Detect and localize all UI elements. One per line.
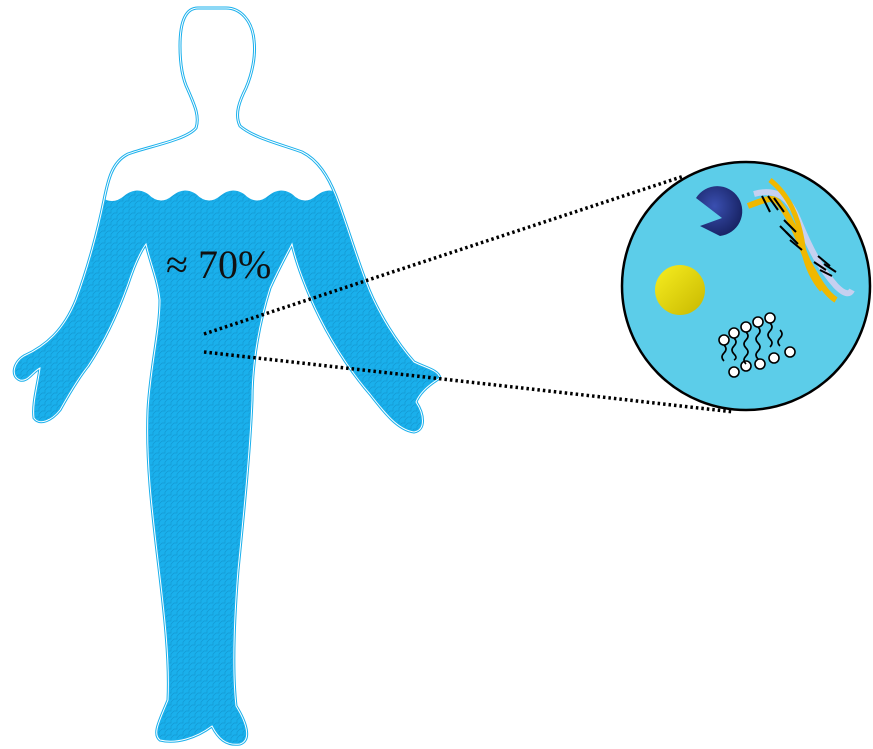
water-surface-wave [0, 0, 460, 201]
zoom-circle [622, 162, 870, 410]
water-percentage-label: ≈ 70% [166, 242, 271, 287]
yellow-sphere-icon [655, 265, 705, 315]
